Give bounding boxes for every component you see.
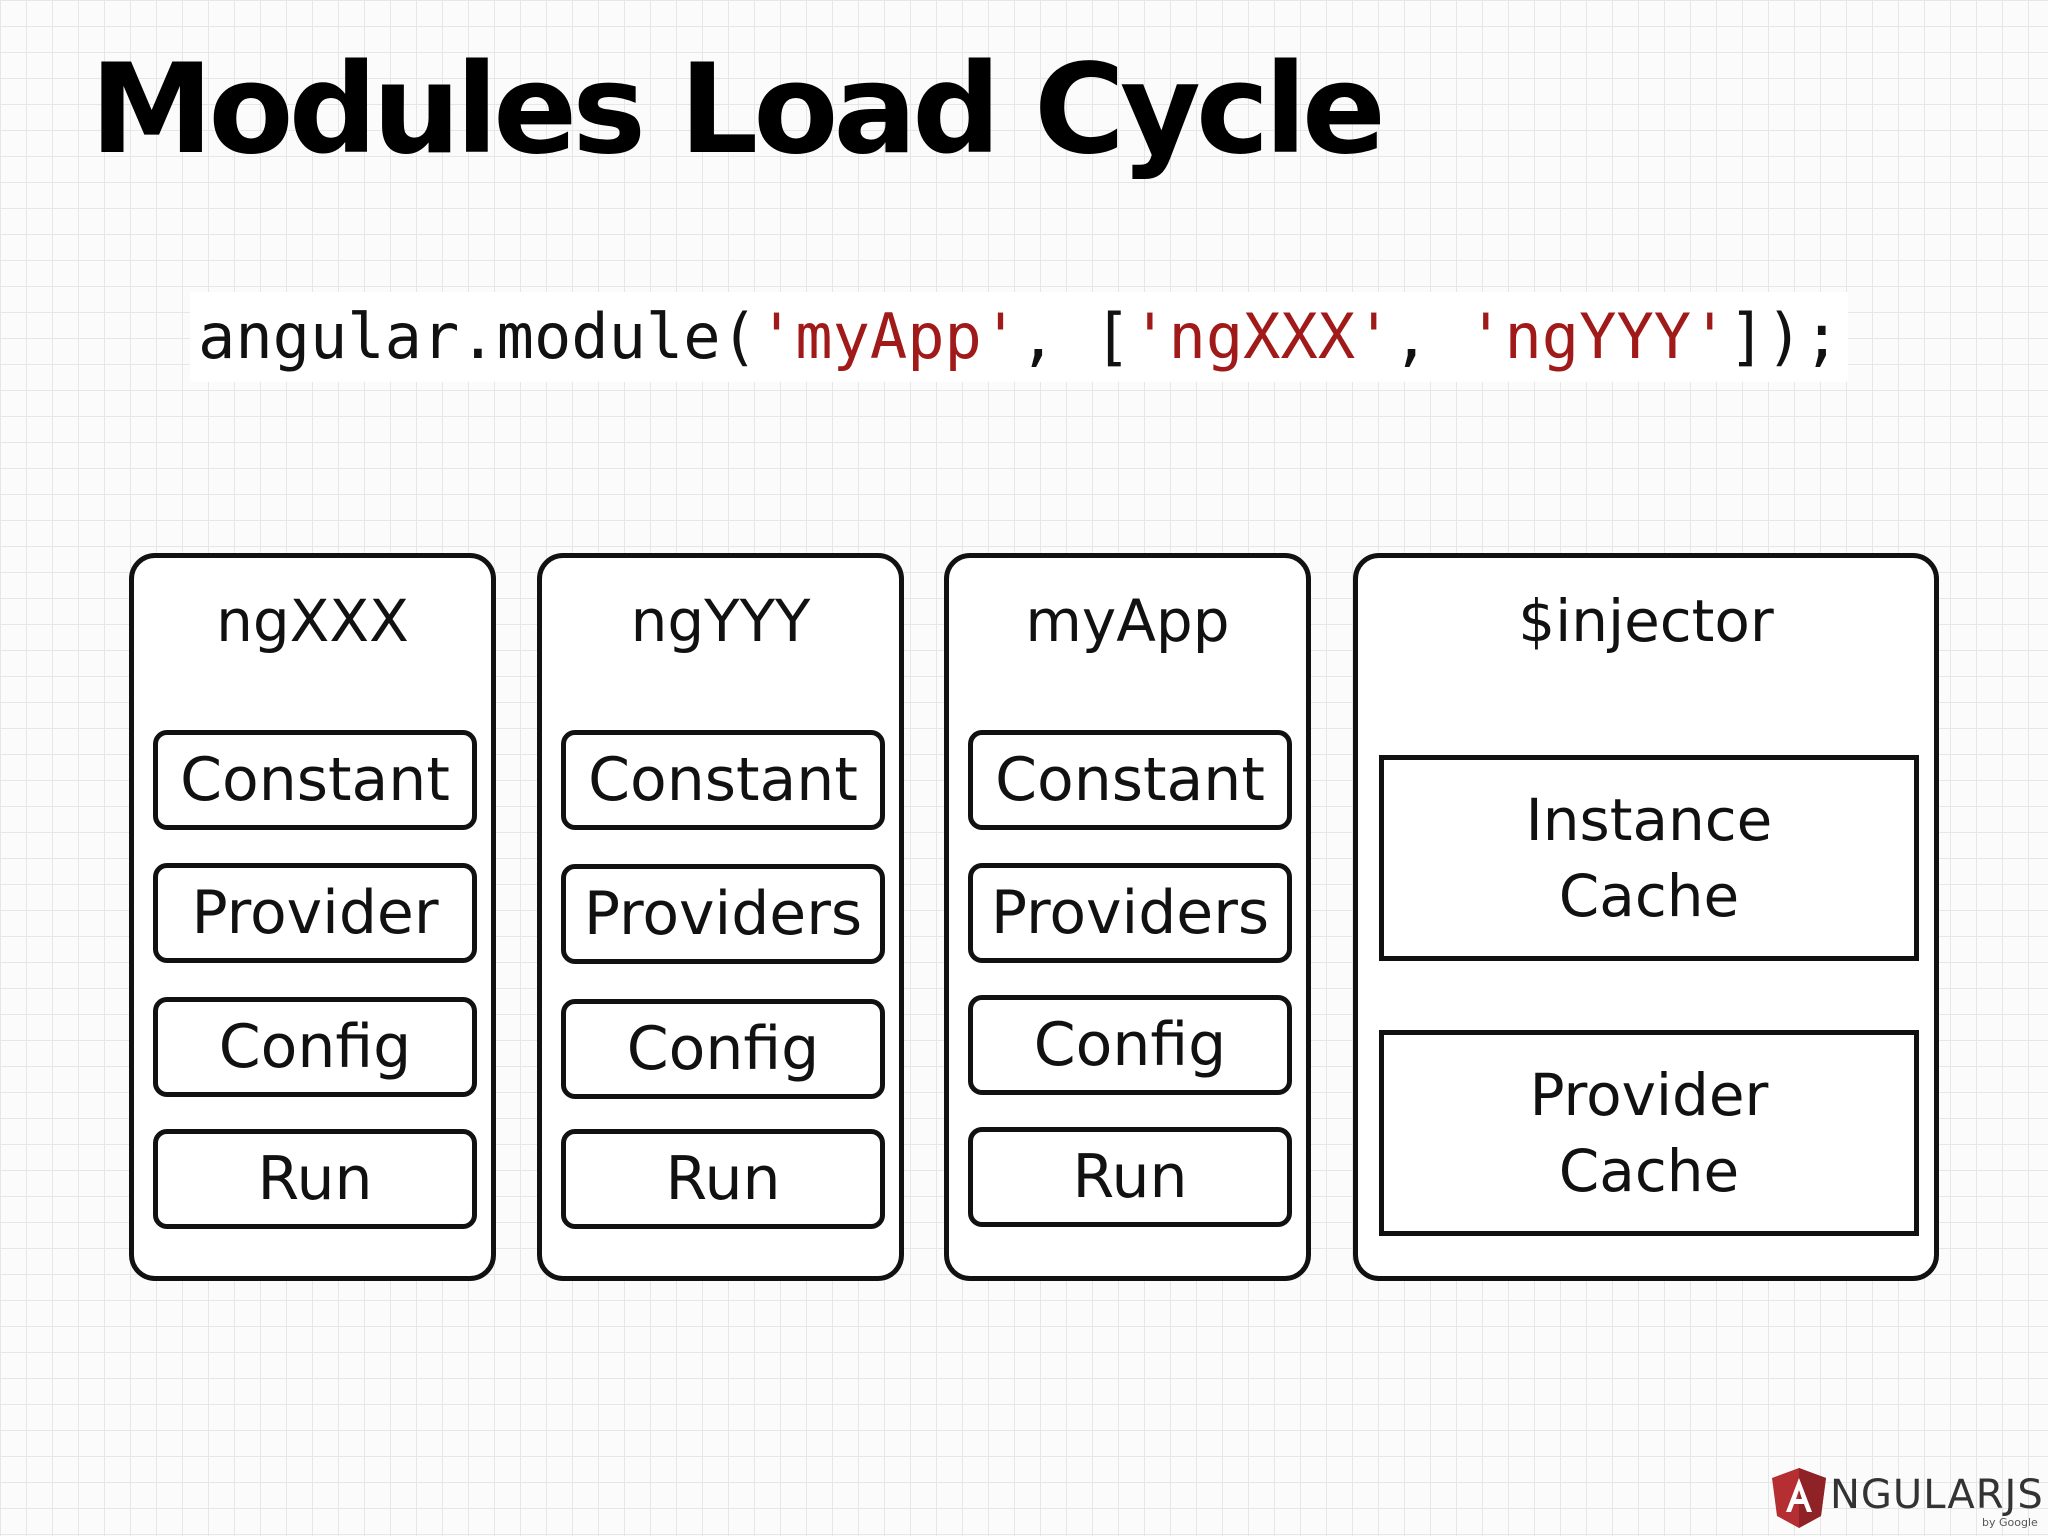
constant-block: Constant xyxy=(153,730,477,830)
module-title: ngXXX xyxy=(216,587,409,655)
code-app-string: 'myApp' xyxy=(757,300,1020,373)
module-ngyyy: ngYYY Constant Providers Config Run xyxy=(537,553,904,1281)
instance-cache-label: Instance Cache xyxy=(1525,786,1773,930)
constant-block: Constant xyxy=(968,730,1292,830)
constant-block: Constant xyxy=(561,730,885,830)
module-ngxxx: ngXXX Constant Provider Config Run xyxy=(129,553,496,1281)
config-block: Config xyxy=(968,995,1292,1095)
angular-shield-icon xyxy=(1772,1468,1826,1528)
logo-byline: by Google xyxy=(1982,1516,2038,1529)
module-title: myApp xyxy=(1025,587,1230,655)
run-block: Run xyxy=(561,1129,885,1229)
config-block: Config xyxy=(153,997,477,1097)
code-mid: , [ xyxy=(1019,300,1132,373)
angularjs-logo: NGULARJS by Google xyxy=(1770,1466,2043,1532)
instance-cache-box: Instance Cache xyxy=(1379,755,1919,961)
module-title: ngYYY xyxy=(630,587,811,655)
injector-title: $injector xyxy=(1518,587,1774,655)
code-prefix: angular.module( xyxy=(198,300,758,373)
code-snippet: angular.module('myApp', ['ngXXX', 'ngYYY… xyxy=(190,292,1849,382)
slide-title: Modules Load Cycle xyxy=(90,38,1386,182)
config-block: Config xyxy=(561,999,885,1099)
provider-cache-label: Provider Cache xyxy=(1529,1061,1769,1205)
injector-box: $injector Instance Cache Provider Cache xyxy=(1353,553,1939,1281)
code-separator: , xyxy=(1392,300,1468,373)
provider-cache-box: Provider Cache xyxy=(1379,1030,1919,1236)
module-myapp: myApp Constant Providers Config Run xyxy=(944,553,1311,1281)
provider-block: Provider xyxy=(153,863,477,963)
providers-block: Providers xyxy=(968,863,1292,963)
code-dep2-string: 'ngYYY' xyxy=(1467,300,1729,373)
code-dep1-string: 'ngXXX' xyxy=(1131,300,1393,373)
providers-block: Providers xyxy=(561,864,885,964)
logo-wordmark: NGULARJS xyxy=(1830,1472,2044,1518)
run-block: Run xyxy=(153,1129,477,1229)
code-suffix: ]); xyxy=(1728,300,1841,373)
run-block: Run xyxy=(968,1127,1292,1227)
